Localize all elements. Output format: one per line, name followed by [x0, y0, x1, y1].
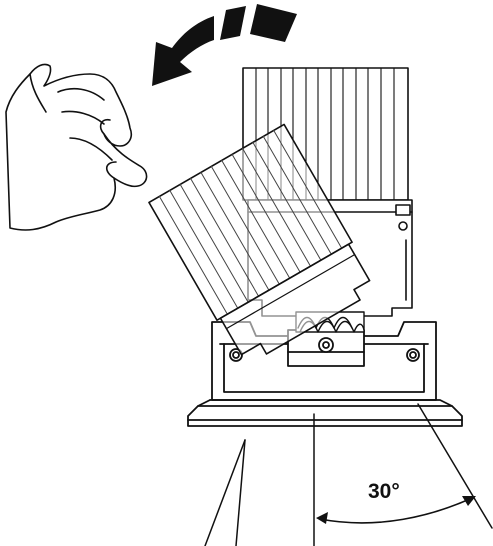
hand-finger-line — [61, 110, 105, 125]
hand-outline — [5, 63, 148, 231]
hand-knuckle — [99, 118, 111, 135]
hand-finger-line — [69, 137, 113, 161]
tilted-housing — [219, 243, 371, 356]
hand-thumb — [29, 73, 47, 113]
curved-arrow-icon — [152, 4, 297, 86]
hand-icon — [5, 63, 148, 231]
beam-edge-right — [235, 439, 246, 546]
arrow-body — [152, 16, 214, 86]
arc-arrowhead-right — [462, 496, 476, 506]
trim-frame — [187, 321, 463, 427]
tilted-fins — [158, 129, 343, 315]
angle-arc — [316, 496, 476, 524]
beam-edge-left — [204, 439, 246, 546]
tilt-angle-label: 30° — [368, 480, 400, 503]
hand-knuckle — [105, 161, 117, 179]
arrow-dash — [250, 4, 297, 42]
tilted-axis — [417, 403, 493, 529]
beam-lines — [204, 403, 493, 546]
arrow-dash — [220, 6, 246, 40]
screw-center — [318, 337, 334, 353]
screw-right — [406, 348, 420, 362]
hand-finger-line — [57, 87, 105, 101]
arc-arrowhead-left — [316, 512, 328, 524]
tilted-lamp — [148, 123, 371, 356]
